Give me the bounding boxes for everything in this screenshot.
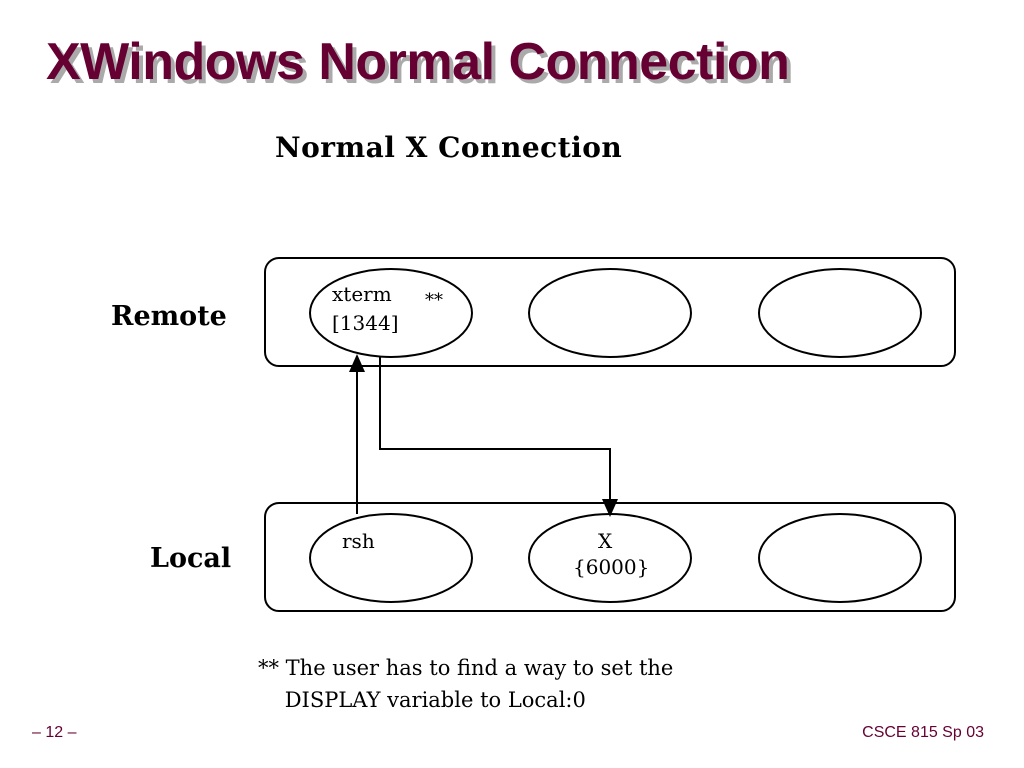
remote-process-oval-2 <box>528 268 692 358</box>
remote-row-label: Remote <box>111 301 227 332</box>
local-process-rsh-oval <box>309 513 473 603</box>
diagram-title: Normal X Connection <box>275 131 623 164</box>
remote-process-xterm-oval <box>309 268 473 358</box>
page-number: – 12 – <box>32 724 77 741</box>
local-row-label: Local <box>150 543 232 574</box>
x-server-port: {6000} <box>573 555 650 579</box>
xterm-process-name: xterm <box>332 282 392 306</box>
xterm-to-x-server-arrow <box>379 356 618 517</box>
remote-process-oval-3 <box>758 268 922 358</box>
course-footer: CSCE 815 Sp 03 <box>862 724 984 741</box>
remote-host-box <box>264 257 956 367</box>
display-note-marker: ** <box>425 290 443 311</box>
xterm-process-id: [1344] <box>332 311 399 335</box>
rsh-process-name: rsh <box>342 529 375 553</box>
display-note-line-2: DISPLAY variable to Local:0 <box>258 688 586 712</box>
local-process-oval-3 <box>758 513 922 603</box>
x-server-process-name: X <box>598 529 613 553</box>
slide-title: XWindows Normal Connection <box>46 33 790 91</box>
display-note-line-1: ** The user has to find a way to set the <box>258 656 674 680</box>
